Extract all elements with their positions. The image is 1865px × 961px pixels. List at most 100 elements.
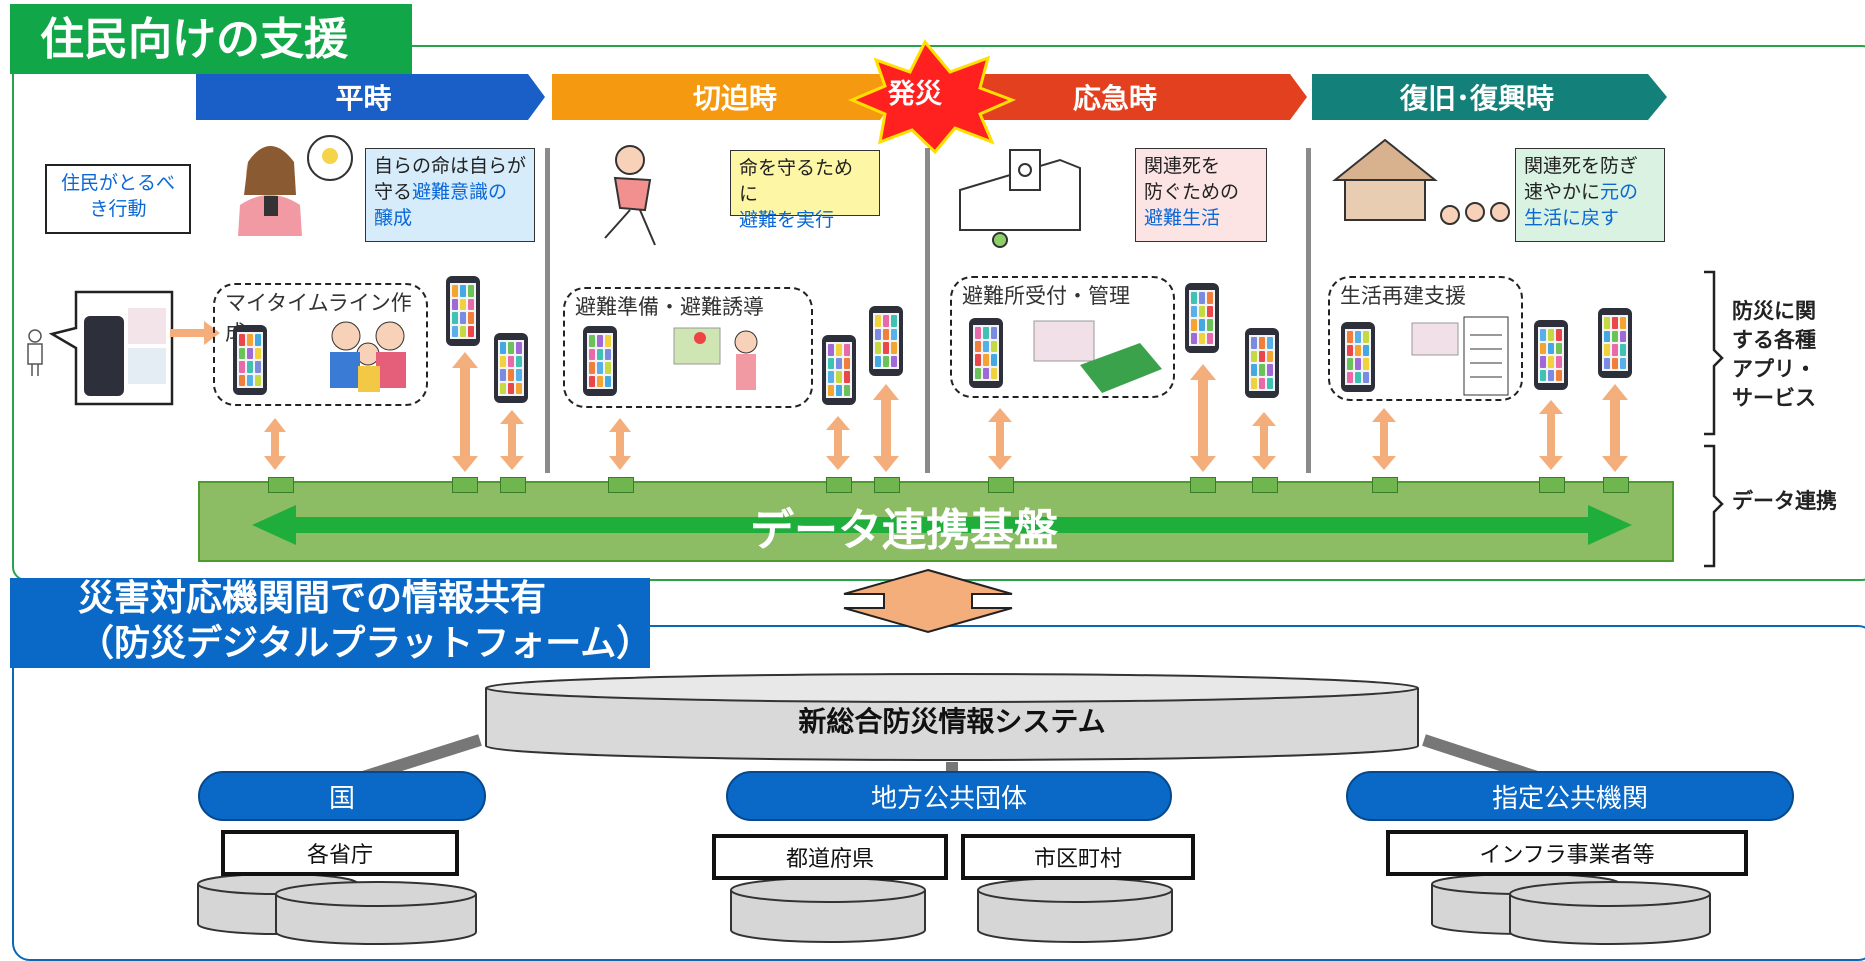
app-tile <box>516 342 522 354</box>
app-tile <box>516 382 522 394</box>
data-platform-arrow <box>252 505 1632 545</box>
app-tile <box>1267 377 1273 389</box>
activity-shelter: 避難所受付・管理 <box>950 276 1175 398</box>
app-tile <box>239 374 245 386</box>
connector-2 <box>452 477 478 493</box>
app-tile <box>1363 331 1369 343</box>
app-tile <box>883 328 889 340</box>
activity-rebuild: 生活再建支援 <box>1328 276 1523 401</box>
app-tile <box>605 348 611 360</box>
note-seppaku-line2: 避難を実行 <box>739 209 835 231</box>
app-tile <box>1191 332 1197 344</box>
app-tile <box>983 327 989 339</box>
app-tile <box>452 298 458 310</box>
app-tile <box>460 285 466 297</box>
app-tile <box>991 354 997 366</box>
app-tile <box>468 285 474 297</box>
app-tile <box>255 347 261 359</box>
app-tile <box>247 374 253 386</box>
app-tile <box>1251 364 1257 376</box>
phase-arrow-heiji <box>196 74 545 120</box>
app-tile <box>836 344 842 356</box>
note-fukkyu-line1: 関連死を防ぎ <box>1524 155 1639 177</box>
app-tile <box>1548 356 1554 368</box>
note-heiji-line1: 自らの命は自らが <box>374 155 527 177</box>
app-tile <box>597 362 603 374</box>
app-tile <box>508 369 514 381</box>
connector-12 <box>1603 477 1629 493</box>
phone-shelter <box>969 318 1003 388</box>
box-ministries: 各省庁 <box>221 830 459 876</box>
app-tile <box>597 348 603 360</box>
app-tile <box>1604 317 1610 329</box>
app-tile <box>1207 319 1213 331</box>
app-tile <box>1612 330 1618 342</box>
double-arrow-up-down <box>843 568 1013 634</box>
app-tile <box>975 340 981 352</box>
app-tile <box>991 327 997 339</box>
activity-evacuation: 避難準備・避難誘導 <box>563 287 813 408</box>
app-tile <box>1355 344 1361 356</box>
app-tile <box>844 371 850 383</box>
label-data-link: データ連携 <box>1732 489 1837 513</box>
app-tile <box>247 361 253 373</box>
app-tile <box>1207 292 1213 304</box>
family-illustration <box>330 321 406 392</box>
phone-heiji-2 <box>494 333 528 403</box>
shelter-card-illustration <box>1033 320 1162 393</box>
app-tile <box>239 361 245 373</box>
phone-okyu-1 <box>1185 283 1219 353</box>
app-tile <box>1259 350 1265 362</box>
app-tile <box>1199 305 1205 317</box>
app-tile <box>844 384 850 396</box>
app-tile <box>875 342 881 354</box>
disaster-burst-label: 発災 <box>888 79 942 110</box>
app-tile <box>239 334 245 346</box>
app-tile <box>500 382 506 394</box>
resident-action-box: 住民がとるべき行動 <box>45 164 191 234</box>
app-tile <box>452 285 458 297</box>
app-tile <box>1191 319 1197 331</box>
connector-arrows <box>264 352 1628 472</box>
app-tile <box>1207 305 1213 317</box>
app-tile <box>1267 337 1273 349</box>
phase-arrow-fukkyu <box>1312 74 1667 120</box>
app-tile <box>1355 331 1361 343</box>
note-fukkyu-line2: 速やかに元の <box>1524 179 1656 205</box>
person-icon <box>27 329 43 376</box>
connector-3 <box>500 477 526 493</box>
map-and-girl-illustration <box>673 327 758 390</box>
app-tile <box>836 371 842 383</box>
app-tile <box>891 315 897 327</box>
app-tile <box>891 328 897 340</box>
app-tile <box>1556 356 1562 368</box>
app-tile <box>1347 331 1353 343</box>
app-tile <box>500 369 506 381</box>
phase-divider-2 <box>925 148 930 473</box>
info-sharing-title-bg <box>10 578 650 668</box>
note-seppaku: 命を守るために 避難を実行 <box>730 150 880 231</box>
app-tile <box>1363 358 1369 370</box>
app-tile <box>1191 305 1197 317</box>
app-tile <box>883 315 889 327</box>
app-tile <box>828 344 834 356</box>
app-tile <box>983 367 989 379</box>
app-tile <box>605 375 611 387</box>
running-person-illustration <box>604 145 656 246</box>
phase-divider-1 <box>545 148 550 473</box>
box-prefectures: 都道府県 <box>712 834 948 880</box>
app-tile <box>1267 364 1273 376</box>
app-tile <box>1612 344 1618 356</box>
note-heiji-line2b: 避難意識の <box>412 181 508 203</box>
app-tile <box>875 315 881 327</box>
right-braces <box>1704 270 1724 568</box>
app-tile <box>500 355 506 367</box>
app-tile <box>597 335 603 347</box>
resident-support-title-bg <box>10 4 412 74</box>
label-apps-services: 防災に関する各種アプリ・サービス <box>1732 299 1816 410</box>
app-tile <box>468 325 474 337</box>
app-tile <box>975 367 981 379</box>
connector-10 <box>1372 477 1398 493</box>
phase-label-fukkyu: 復旧･復興時 <box>1399 82 1554 115</box>
note-heiji-line2: 守る避難意識の <box>374 179 526 205</box>
